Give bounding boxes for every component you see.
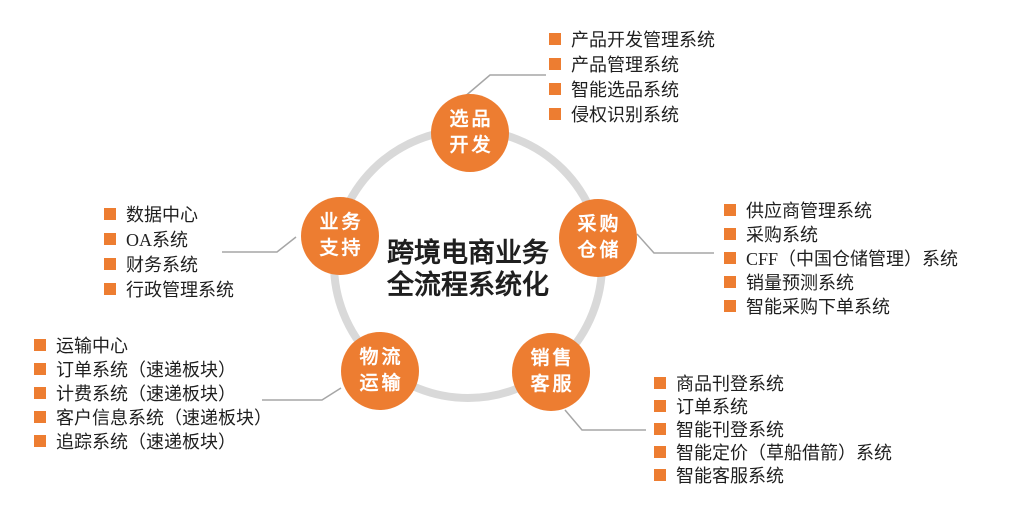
bullet-square-icon <box>104 232 116 245</box>
bullet-square-icon <box>34 363 46 375</box>
list-product-selection: 产品开发管理系统 产品管理系统 智能选品系统 侵权识别系统 <box>549 26 715 126</box>
list-item: 财务系统 <box>104 251 234 276</box>
list-item-label: 智能选品系统 <box>571 79 679 100</box>
list-item: 商品刊登系统 <box>654 371 892 394</box>
connector-sales-service <box>564 409 646 431</box>
list-item: CFF（中国仓储管理）系统 <box>724 246 958 270</box>
node-procurement-warehouse: 采购 仓储 <box>559 199 637 277</box>
node-sales-service: 销售 客服 <box>512 333 590 411</box>
node-label-line: 开发 <box>449 135 494 156</box>
connector-product-selection <box>462 74 546 99</box>
bullet-square-icon <box>104 282 116 295</box>
node-label-line: 运输 <box>359 373 404 394</box>
list-item-label: 运输中心 <box>56 336 128 356</box>
list-item-label: CFF（中国仓储管理）系统 <box>746 249 959 269</box>
list-item: 行政管理系统 <box>104 276 234 301</box>
bullet-square-icon <box>34 435 46 447</box>
list-item-label: 订单系统（速递板块） <box>56 360 236 380</box>
list-item-label: 订单系统 <box>676 396 748 417</box>
list-item-label: 智能刊登系统 <box>676 419 784 440</box>
diagram-title-line-1: 跨境电商业务 <box>387 238 549 268</box>
list-item-label: 智能采购下单系统 <box>746 297 890 317</box>
list-item-label: 产品开发管理系统 <box>571 29 715 50</box>
bullet-square-icon <box>34 339 46 351</box>
bullet-square-icon <box>34 387 46 399</box>
bullet-square-icon <box>724 252 736 264</box>
node-label-line: 物流 <box>359 347 404 368</box>
bullet-square-icon <box>654 422 666 435</box>
list-item: 订单系统（速递板块） <box>34 357 272 381</box>
node-product-selection: 选品 开发 <box>431 94 509 172</box>
list-item-label: OA系统 <box>126 229 188 250</box>
list-item-label: 数据中心 <box>126 204 198 225</box>
node-label-line: 业务 <box>319 212 364 233</box>
list-item: 智能选品系统 <box>549 76 715 101</box>
node-business-support: 业务 支持 <box>301 197 379 275</box>
bullet-square-icon <box>654 445 666 458</box>
node-label-line: 销售 <box>530 348 575 369</box>
bullet-square-icon <box>724 228 736 240</box>
list-item: 侵权识别系统 <box>549 101 715 126</box>
list-item: 产品开发管理系统 <box>549 26 715 51</box>
bullet-square-icon <box>654 399 666 412</box>
list-item-label: 客户信息系统（速递板块） <box>56 408 272 428</box>
list-item-label: 行政管理系统 <box>126 279 234 300</box>
node-label-line: 采购 <box>577 214 622 235</box>
node-logistics: 物流 运输 <box>341 332 419 410</box>
list-sales-service: 商品刊登系统 订单系统 智能刊登系统 智能定价（草船借箭）系统 智能客服系统 <box>654 371 892 486</box>
list-item-label: 侵权识别系统 <box>571 104 679 125</box>
bullet-square-icon <box>549 57 561 70</box>
diagram-title: 跨境电商业务 全流程系统化 <box>318 237 618 301</box>
bullet-square-icon <box>724 276 736 288</box>
list-item-label: 产品管理系统 <box>571 54 679 75</box>
node-label-line: 选品 <box>449 109 494 130</box>
list-item: 销量预测系统 <box>724 270 958 294</box>
bullet-square-icon <box>654 468 666 481</box>
bullet-square-icon <box>549 32 561 45</box>
list-item: 追踪系统（速递板块） <box>34 429 272 453</box>
list-item-label: 销量预测系统 <box>746 273 854 293</box>
diagram-title-line-2: 全流程系统化 <box>387 270 549 300</box>
list-item: 智能定价（草船借箭）系统 <box>654 440 892 463</box>
bullet-square-icon <box>549 82 561 95</box>
list-item-label: 追踪系统（速递板块） <box>56 432 236 452</box>
list-item: 采购系统 <box>724 222 958 246</box>
list-item-label: 计费系统（速递板块） <box>56 384 236 404</box>
node-label-line: 客服 <box>530 374 575 395</box>
list-item: 订单系统 <box>654 394 892 417</box>
bullet-square-icon <box>724 204 736 216</box>
list-item: 智能刊登系统 <box>654 417 892 440</box>
connector-business-support <box>222 236 297 253</box>
bullet-square-icon <box>34 411 46 423</box>
list-item: 运输中心 <box>34 333 272 357</box>
bullet-square-icon <box>724 300 736 312</box>
bullet-square-icon <box>104 207 116 220</box>
list-item: 智能客服系统 <box>654 463 892 486</box>
list-item: 供应商管理系统 <box>724 198 958 222</box>
connector-logistics <box>262 387 342 401</box>
list-item: 智能采购下单系统 <box>724 294 958 318</box>
list-procurement-warehouse: 供应商管理系统 采购系统 CFF（中国仓储管理）系统 销量预测系统 智能采购下单… <box>724 198 958 318</box>
list-item-label: 供应商管理系统 <box>746 201 872 221</box>
connector-procurement <box>636 233 714 254</box>
list-item-label: 智能客服系统 <box>676 465 784 486</box>
bullet-square-icon <box>549 107 561 120</box>
node-label-line: 仓储 <box>577 240 622 261</box>
list-item-label: 财务系统 <box>126 254 198 275</box>
list-item: 产品管理系统 <box>549 51 715 76</box>
list-item: 数据中心 <box>104 201 234 226</box>
list-item-label: 商品刊登系统 <box>676 373 784 394</box>
list-item: 计费系统（速递板块） <box>34 381 272 405</box>
list-item-label: 智能定价（草船借箭）系统 <box>676 442 892 463</box>
list-item: OA系统 <box>104 226 234 251</box>
node-label-line: 支持 <box>319 238 364 259</box>
list-item-label: 采购系统 <box>746 225 818 245</box>
list-business-support: 数据中心 OA系统 财务系统 行政管理系统 <box>104 201 234 301</box>
list-logistics: 运输中心 订单系统（速递板块） 计费系统（速递板块） 客户信息系统（速递板块） … <box>34 333 272 453</box>
bullet-square-icon <box>654 376 666 389</box>
list-item: 客户信息系统（速递板块） <box>34 405 272 429</box>
bullet-square-icon <box>104 257 116 270</box>
